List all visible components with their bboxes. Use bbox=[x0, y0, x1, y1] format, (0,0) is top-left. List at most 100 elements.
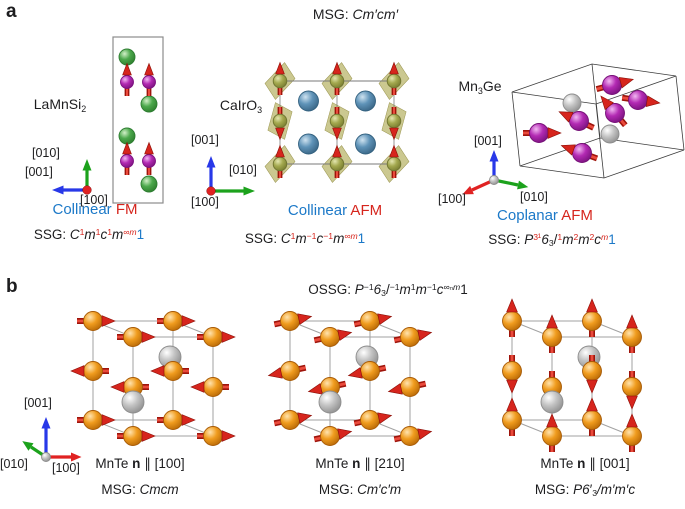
mn-atom bbox=[622, 377, 642, 397]
axis-label-up: [010] bbox=[32, 146, 60, 160]
ir-atom bbox=[272, 113, 288, 129]
axis-label-side: [001] bbox=[25, 165, 53, 179]
spin-arrowhead bbox=[101, 315, 116, 327]
ca-atom bbox=[355, 90, 376, 112]
msg-label-mnte-001: MSG: P6′3/m′m′c bbox=[534, 482, 636, 499]
spin-arrowhead bbox=[389, 144, 399, 158]
spin-arrowhead bbox=[626, 395, 638, 410]
spin-arrowhead bbox=[389, 61, 399, 75]
mn-atom bbox=[582, 361, 602, 381]
spin-arrowhead bbox=[506, 298, 518, 313]
te-atom bbox=[318, 390, 342, 414]
mn-atom bbox=[572, 143, 592, 163]
spin-arrowhead bbox=[618, 77, 635, 89]
mn-atom bbox=[360, 410, 380, 430]
spin-arrowhead bbox=[377, 412, 393, 424]
mn-atom bbox=[123, 426, 143, 446]
spin-arrowhead bbox=[141, 331, 156, 343]
mn-atom bbox=[163, 410, 183, 430]
mn-atom bbox=[123, 327, 143, 347]
spin-arrowhead bbox=[70, 365, 85, 377]
spin-arrowhead bbox=[387, 383, 403, 395]
cell-wireframe bbox=[511, 320, 633, 437]
mn-atom bbox=[400, 377, 420, 397]
msg-title: MSG: Cm′cm′ bbox=[312, 6, 399, 22]
cell-wireframe bbox=[511, 63, 685, 179]
mn-atom bbox=[83, 311, 103, 331]
ir-atom bbox=[329, 73, 345, 89]
order-label-mn3ge: Coplanar AFM bbox=[497, 207, 593, 224]
spin-arrowhead bbox=[101, 414, 116, 426]
spin-arrowhead bbox=[297, 412, 313, 424]
spin-arrowhead bbox=[275, 144, 285, 158]
spin-arrowhead bbox=[221, 430, 236, 442]
ca-atom bbox=[298, 90, 319, 112]
spin-arrowhead bbox=[506, 397, 518, 412]
ir-atom bbox=[329, 156, 345, 172]
structure-mn3ge bbox=[511, 63, 685, 179]
ir-atom bbox=[272, 73, 288, 89]
spin-arrowhead bbox=[586, 397, 598, 412]
la-atom bbox=[118, 48, 136, 66]
te-atom bbox=[121, 390, 145, 414]
mn-atom bbox=[628, 90, 648, 110]
spin-arrowhead bbox=[417, 428, 433, 440]
axis-label-side: [100] bbox=[52, 461, 80, 475]
structure-mnte-001 bbox=[502, 298, 642, 452]
spin-arrowhead bbox=[144, 141, 154, 155]
axis-label-up: [001] bbox=[191, 133, 219, 147]
mn-atom bbox=[602, 75, 622, 95]
caption-mnte-100: MnTe n ∥ [100] bbox=[95, 456, 185, 471]
msg-label-mnte-210: MSG: Cm′c′m bbox=[318, 482, 402, 497]
unit-cell bbox=[112, 36, 164, 204]
mn-atom bbox=[280, 311, 300, 331]
ssg-label-lamnsi2: SSG: C1m1c1m∞m1 bbox=[33, 226, 145, 242]
mn-atom bbox=[120, 75, 134, 89]
axes-triad-mnte: [001] [010] [100] bbox=[0, 394, 110, 482]
spin-arrowhead bbox=[600, 95, 614, 111]
mn-atom bbox=[320, 426, 340, 446]
mn-atom bbox=[622, 327, 642, 347]
mn-atom bbox=[502, 311, 522, 331]
spin-arrowhead bbox=[332, 127, 342, 141]
msg-label-mnte-100: MSG: Cmcm bbox=[101, 482, 179, 497]
axis-label-up: [001] bbox=[474, 134, 502, 148]
panel-a-letter: a bbox=[6, 1, 17, 22]
spin-arrowhead bbox=[307, 383, 323, 395]
axes-triad-cairo3: [001] [010] [100] bbox=[183, 133, 278, 213]
spin-arrowhead bbox=[332, 144, 342, 158]
mn-atom bbox=[542, 327, 562, 347]
spin-arrowhead bbox=[190, 381, 205, 393]
spin-arrowhead bbox=[297, 313, 313, 325]
material-label-lamnsi2: LaMnSi2 bbox=[33, 96, 87, 114]
material-label-mn3ge: Mn3Ge bbox=[458, 78, 502, 96]
spin-arrowhead bbox=[332, 61, 342, 75]
ssg-label-cairo3: SSG: C1m−1c−1m∞m1 bbox=[244, 230, 366, 246]
mn-atom bbox=[582, 410, 602, 430]
ge-atom bbox=[600, 124, 620, 144]
panel-b-letter: b bbox=[6, 276, 18, 297]
axis-origin-dot bbox=[82, 185, 92, 195]
mn-atom bbox=[569, 111, 589, 131]
spin-arrowhead bbox=[560, 144, 576, 156]
spin-arrowhead bbox=[586, 379, 598, 394]
mn-atom bbox=[400, 327, 420, 347]
spin-arrowhead bbox=[546, 314, 558, 329]
spin-arrowhead bbox=[546, 413, 558, 428]
order-label-lamnsi2: Collinear FM bbox=[52, 201, 138, 218]
ssg-label-mn3ge: SSG: P3163/1m2m2cm1 bbox=[488, 231, 616, 249]
spin-arrowhead bbox=[377, 313, 393, 325]
structure-mnte-100 bbox=[70, 311, 236, 446]
mn-atom bbox=[360, 311, 380, 331]
spin-arrowhead bbox=[337, 428, 353, 440]
spin-arrowhead bbox=[337, 329, 353, 341]
spin-arrowhead bbox=[626, 314, 638, 329]
material-label-cairo3: CaIrO3 bbox=[219, 97, 263, 115]
axes-triad-mn3ge: [001] [010] [100] bbox=[438, 134, 558, 219]
spin-arrowhead bbox=[221, 331, 236, 343]
ir-atom bbox=[386, 73, 402, 89]
axis-label-third: [010] bbox=[0, 457, 28, 471]
axis-label-side: [010] bbox=[229, 163, 257, 177]
spin-arrowhead bbox=[122, 141, 132, 155]
ge-atom bbox=[562, 93, 582, 113]
